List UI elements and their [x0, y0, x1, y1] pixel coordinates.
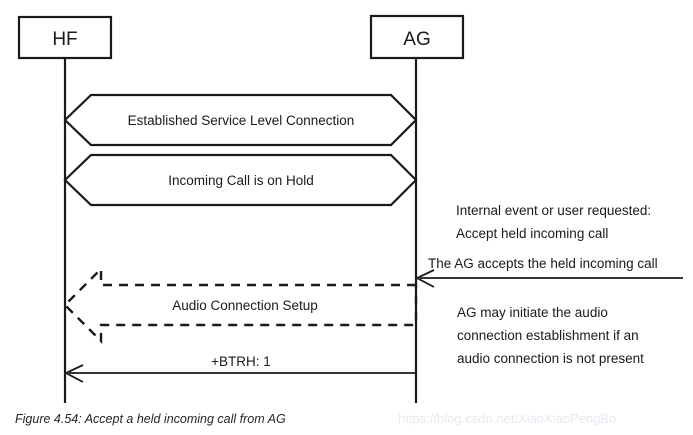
message-label-ag-accepts: The AG accepts the held incoming call: [428, 256, 658, 271]
actor-label-hf: HF: [52, 29, 77, 50]
note-internal-event-line-1: Internal event or user requested:: [456, 203, 651, 218]
figure-caption: Figure 4.54: Accept a held incoming call…: [15, 412, 286, 426]
frame-label-established-service-level-connection: Established Service Level Connection: [128, 113, 355, 128]
message-label-btrh: +BTRH: 1: [211, 354, 271, 369]
watermark: https://blog.csdn.net/XiaoXiaoPengBo: [398, 411, 616, 426]
actor-box-ag[interactable]: [369, 14, 465, 60]
actor-box-hf[interactable]: [17, 15, 113, 60]
frame-label-incoming-call-on-hold: Incoming Call is on Hold: [168, 173, 314, 188]
note-internal-event-line-2: Accept held incoming call: [456, 226, 608, 241]
message-block-audio-connection-setup[interactable]: [63, 266, 418, 344]
note-audio-connection-line-1: AG may initiate the audio: [457, 305, 608, 320]
message-arrowhead-btrh: [63, 364, 84, 383]
frame-established-service-level-connection[interactable]: [63, 93, 418, 147]
actor-label-ag: AG: [403, 29, 430, 50]
message-label-audio-connection-setup: Audio Connection Setup: [172, 298, 318, 313]
note-audio-connection-line-2: connection establishment if an: [457, 328, 639, 343]
frame-incoming-call-on-hold[interactable]: [63, 153, 418, 207]
message-arrowhead-ag-accepts: [414, 269, 435, 288]
note-audio-connection-line-3: audio connection is not present: [457, 351, 644, 366]
